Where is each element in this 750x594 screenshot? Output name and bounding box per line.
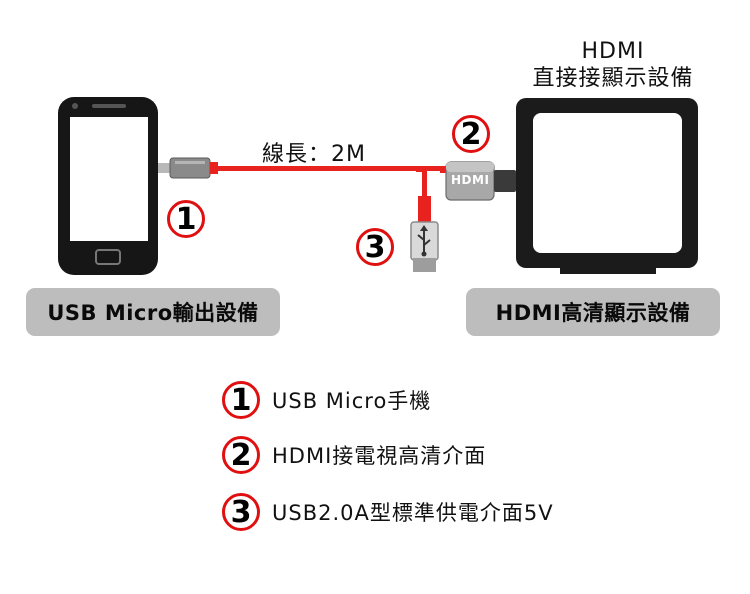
callout-2: 2 <box>452 115 490 153</box>
hdmi-plug-text: HDMI <box>451 173 490 187</box>
legend-item-1: 1 USB Micro手機 <box>222 378 431 422</box>
micro-usb-plug <box>158 157 218 179</box>
usb-a-plug <box>410 221 439 272</box>
callout-1: 1 <box>167 200 205 238</box>
legend-num-1: 1 <box>222 381 260 419</box>
legend-item-2: 2 HDMI接電視高清介面 <box>222 433 486 477</box>
main-cable <box>216 166 446 171</box>
left-device-label: USB Micro輸出設備 <box>26 288 280 336</box>
tv-title: HDMI 直接接顯示設備 <box>503 38 723 92</box>
legend-num-3: 3 <box>222 493 260 531</box>
hdmi-plug <box>440 161 516 201</box>
legend-text-2: HDMI接電視高清介面 <box>272 444 487 468</box>
tv-title-line2: 直接接顯示設備 <box>532 66 694 91</box>
callout-3: 3 <box>356 228 394 266</box>
legend-text-1: USB Micro手機 <box>272 389 432 413</box>
cable-length-label: 線長：2M <box>262 142 366 167</box>
legend-text-3: USB2.0A型標準供電介面5V <box>272 501 554 525</box>
right-device-label: HDMI高清顯示設備 <box>466 288 720 336</box>
usb-branch-cable <box>422 168 427 198</box>
tv-illustration <box>516 98 698 274</box>
legend-item-3: 3 USB2.0A型標準供電介面5V <box>222 490 554 534</box>
phone-illustration <box>58 97 158 275</box>
tv-title-line1: HDMI <box>581 39 645 64</box>
legend-num-2: 2 <box>222 436 260 474</box>
